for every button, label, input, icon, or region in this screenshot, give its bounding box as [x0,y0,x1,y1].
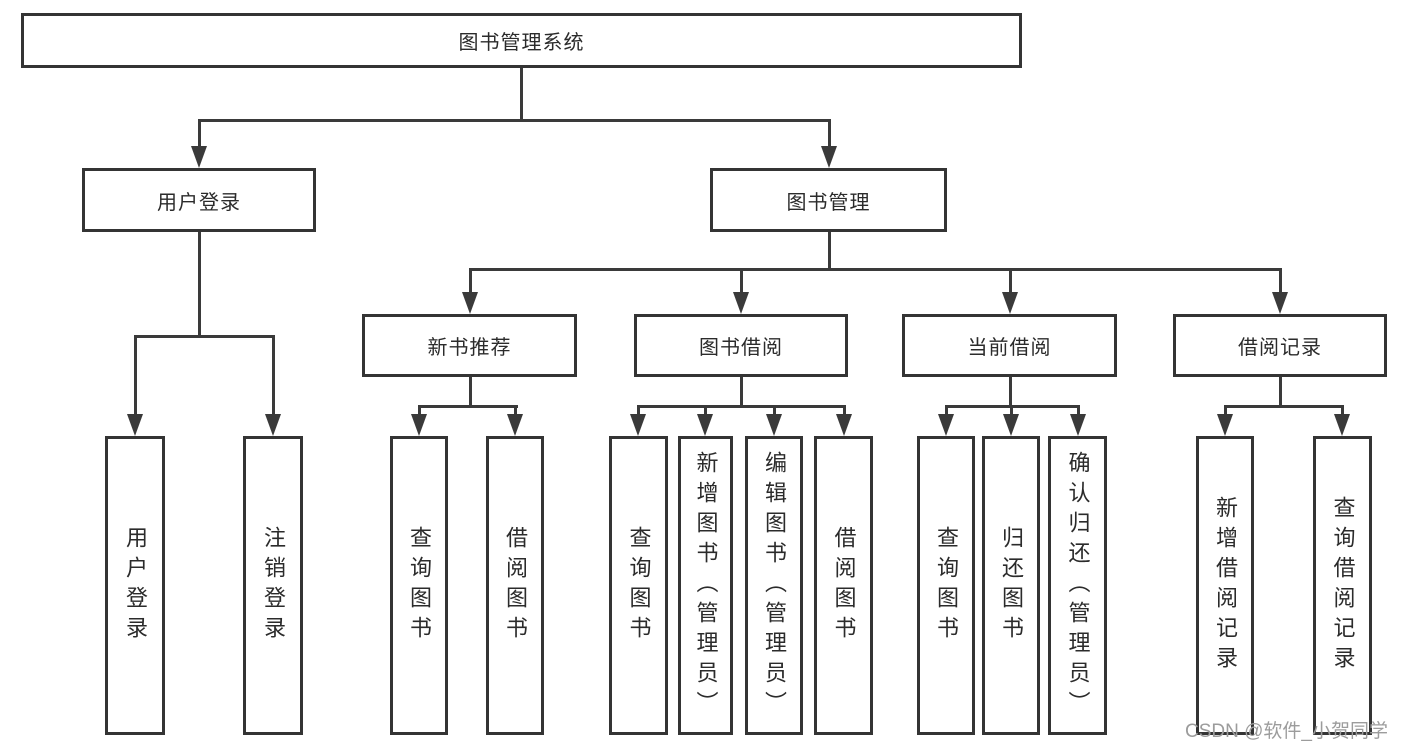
line-segment [1009,268,1012,294]
node-current-borrow: 当前借阅 [902,314,1117,377]
node-label: 查询图书 [626,525,652,646]
arrow-down-icon [630,414,646,436]
line-segment [134,335,275,338]
csdn-watermark: CSDN @软件_小贺同学 [1185,721,1388,742]
node-book-management: 图书管理 [710,168,947,232]
arrow-down-icon [507,414,523,436]
node-label: 注销登录 [261,525,286,646]
line-segment [198,232,201,338]
line-segment [1279,377,1282,408]
line-segment [418,405,518,408]
leaf-borrow-books-recommend: 借阅图书 [486,436,544,735]
leaf-logout: 注销登录 [243,436,303,735]
arrow-down-icon [265,414,281,436]
arrow-down-icon [836,414,852,436]
arrow-down-icon [462,292,478,314]
node-label: 新增图书（管理员） [693,450,719,721]
arrow-down-icon [697,414,713,436]
leaf-query-books-borrow: 查询图书 [609,436,668,735]
arrow-down-icon [411,414,427,436]
line-segment [945,405,948,418]
line-segment [828,232,831,271]
node-label: 图书管理 [786,191,871,214]
arrow-down-icon [766,414,782,436]
line-segment [520,68,523,121]
node-label: 查询图书 [934,525,959,646]
line-segment [1279,268,1282,294]
leaf-confirm-return-admin: 确认归还（管理员） [1048,436,1107,735]
line-segment [740,268,743,294]
node-label: 查询借阅记录 [1330,495,1356,676]
node-new-book-recommend: 新书推荐 [362,314,577,377]
line-segment [773,405,776,418]
line-segment [1224,405,1227,418]
leaf-query-books-current: 查询图书 [917,436,975,735]
node-root-system: 图书管理系统 [21,13,1022,68]
leaf-add-borrow-record: 新增借阅记录 [1196,436,1254,735]
leaf-borrow-books: 借阅图书 [814,436,873,735]
line-segment [272,335,275,417]
line-segment [1010,405,1013,418]
node-label: 借阅记录 [1238,337,1322,359]
node-user-login: 用户登录 [82,168,316,232]
node-label: 归还图书 [999,525,1024,646]
line-segment [1224,405,1344,408]
line-segment [843,405,846,418]
node-label: 查询图书 [407,525,432,646]
arrow-down-icon [733,292,749,314]
node-borrow-records: 借阅记录 [1173,314,1387,377]
arrow-down-icon [938,414,954,436]
line-segment [469,268,1282,271]
node-label: 借阅图书 [831,525,857,646]
leaf-edit-books-admin: 编辑图书（管理员） [745,436,803,735]
line-segment [514,405,517,418]
node-label: 借阅图书 [503,525,528,646]
node-label: 用户登录 [123,525,148,646]
line-segment [828,119,831,149]
node-label: 新书推荐 [427,337,512,359]
arrow-down-icon [1070,414,1086,436]
line-segment [469,268,472,294]
line-segment [740,377,743,408]
arrow-down-icon [1334,414,1350,436]
line-segment [418,405,421,418]
line-segment [134,335,137,417]
arrow-down-icon [191,146,207,168]
line-segment [1009,377,1012,408]
line-segment [1077,405,1080,418]
node-label: 当前借阅 [967,337,1052,359]
arrow-down-icon [1217,414,1233,436]
leaf-add-books-admin: 新增图书（管理员） [678,436,733,735]
node-label: 编辑图书（管理员） [762,450,787,721]
node-label: 图书借阅 [699,337,783,359]
node-label: 新增借阅记录 [1213,495,1238,676]
leaf-user-login: 用户登录 [105,436,165,735]
line-segment [637,405,640,418]
arrow-down-icon [821,146,837,168]
leaf-query-borrow-record: 查询借阅记录 [1313,436,1372,735]
arrow-down-icon [1272,292,1288,314]
line-segment [1341,405,1344,418]
line-segment [198,119,201,149]
arrow-down-icon [1002,292,1018,314]
node-label: 图书管理系统 [458,32,585,54]
node-label: 用户登录 [157,191,241,214]
node-book-borrow: 图书借阅 [634,314,848,377]
line-segment [469,377,472,408]
leaf-return-books: 归还图书 [982,436,1040,735]
arrow-down-icon [127,414,143,436]
node-label: 确认归还（管理员） [1065,450,1091,721]
leaf-query-books-recommend: 查询图书 [390,436,448,735]
line-segment [637,405,846,408]
arrow-down-icon [1003,414,1019,436]
line-segment [704,405,707,418]
line-segment [198,119,831,122]
